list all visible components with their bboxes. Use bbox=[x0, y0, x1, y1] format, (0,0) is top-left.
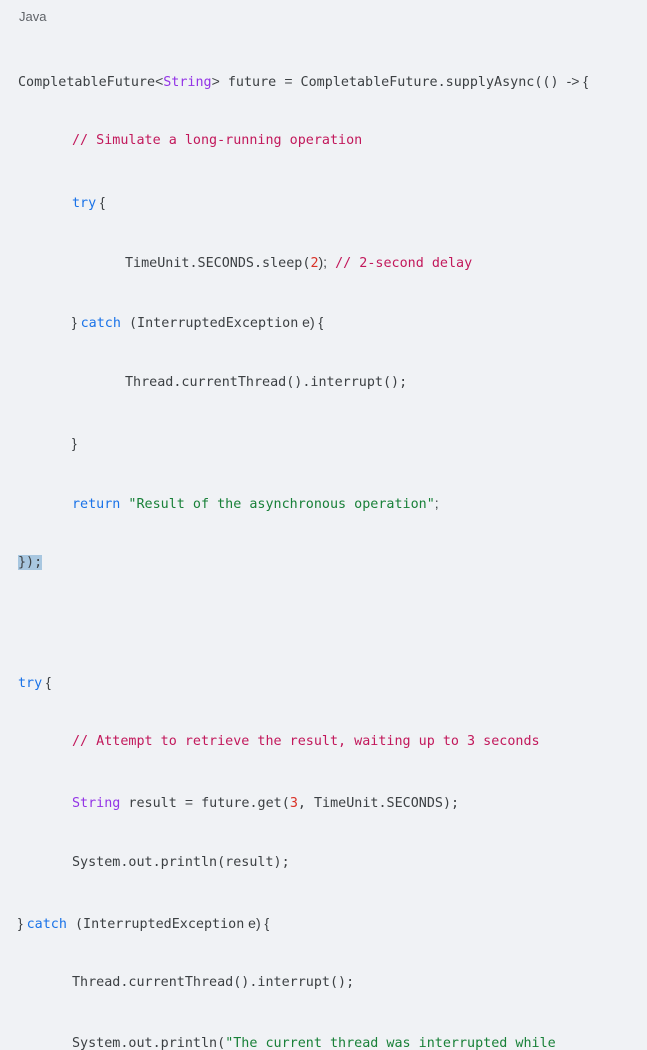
code-line-11: // Attempt to retrieve the result, waiti… bbox=[72, 734, 540, 750]
code-line-blank bbox=[18, 614, 612, 632]
code-block: Java CompletableFuture<String> future = … bbox=[18, 9, 589, 1050]
comment: // Simulate a long-running operation bbox=[72, 133, 363, 149]
code-line-12: String result = future.get(3, TimeUnit.S… bbox=[72, 794, 460, 812]
code-line-14: } catch (InterruptedException e) { bbox=[18, 915, 270, 933]
code-line-2: // Simulate a long-running operation bbox=[18, 131, 612, 151]
code-content[interactable]: CompletableFuture<String> future = Compl… bbox=[18, 31, 612, 1050]
code-line-3: try { bbox=[72, 193, 105, 211]
code-line-7: } bbox=[72, 434, 77, 451]
code-line-1: CompletableFuture<String> future = Compl… bbox=[18, 73, 589, 91]
language-label: Java bbox=[19, 9, 47, 24]
code-line-5: } catch (InterruptedException e) { bbox=[72, 314, 324, 332]
code-line-9: }); bbox=[18, 553, 612, 573]
selected-text[interactable]: }); bbox=[18, 555, 43, 571]
code-line-15: Thread.currentThread().interrupt(); bbox=[72, 975, 355, 991]
code-line-13: System.out.println(result); bbox=[72, 854, 290, 870]
code-line-8: return "Result of the asynchronous opera… bbox=[72, 495, 439, 513]
code-line-4: TimeUnit.SECONDS.sleep(2); // 2-second d… bbox=[125, 254, 473, 272]
code-line-6: Thread.currentThread().interrupt(); bbox=[125, 374, 408, 390]
code-line-10: try { bbox=[18, 673, 51, 691]
code-line-16: System.out.println("The current thread w… bbox=[72, 1035, 556, 1050]
